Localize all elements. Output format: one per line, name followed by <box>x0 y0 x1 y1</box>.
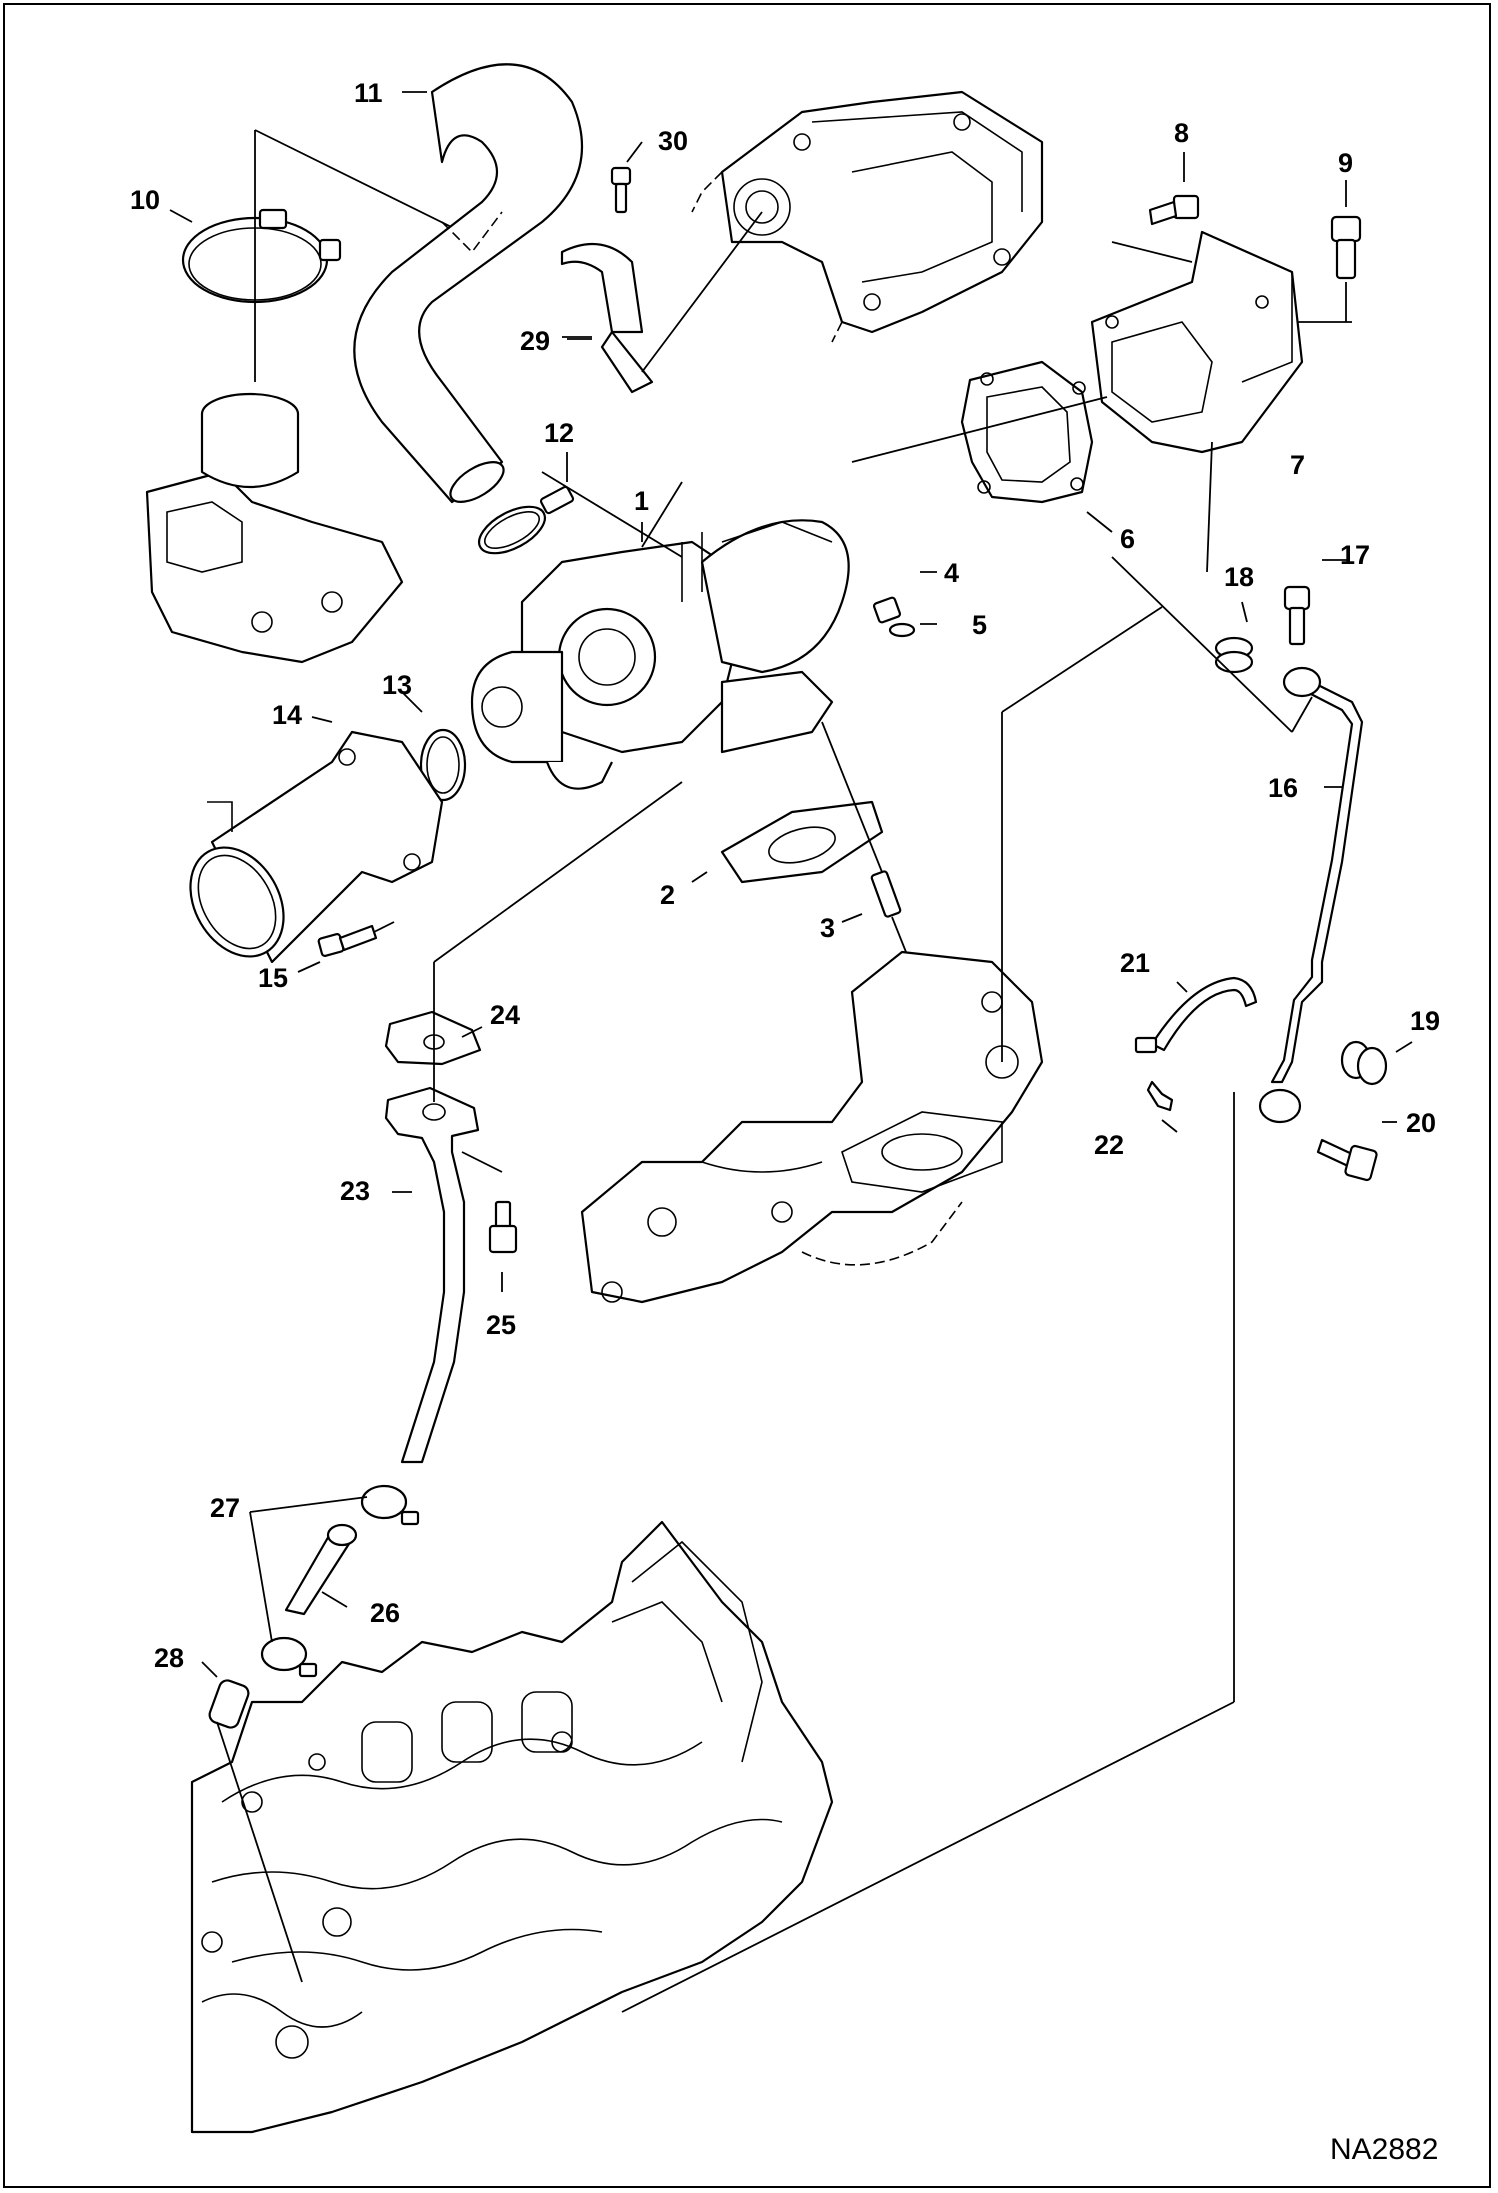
part-25-stud <box>488 1200 518 1254</box>
callout-19: 19 <box>1410 1006 1440 1036</box>
callout-25: 25 <box>486 1310 516 1340</box>
callout-16: 16 <box>1268 773 1298 803</box>
valve-cover <box>691 90 1044 343</box>
part-9-banjo-bolt <box>1330 215 1362 280</box>
part-5-washer <box>888 622 916 638</box>
callout-4: 4 <box>944 558 959 588</box>
callout-20: 20 <box>1406 1108 1436 1138</box>
callout-8: 8 <box>1174 118 1189 148</box>
part-6-exhaust-gasket <box>960 360 1094 504</box>
part-10-hose-clamp <box>181 208 342 304</box>
callout-15: 15 <box>258 963 288 993</box>
part-2-gasket <box>720 800 884 884</box>
callout-5: 5 <box>972 610 987 640</box>
drawing-code: NA2882 <box>1330 2133 1438 2166</box>
part-1-turbocharger <box>470 519 850 790</box>
part-18-washers <box>1214 636 1254 674</box>
diagram-frame: 1 2 3 4 5 6 7 8 9 10 11 12 13 14 15 16 1… <box>3 3 1491 2188</box>
engine-block <box>190 1520 834 2134</box>
part-14-intake-pipe <box>189 730 444 964</box>
part-15-bolt <box>317 924 378 957</box>
callout-1: 1 <box>634 486 649 516</box>
part-13-o-ring <box>419 728 467 802</box>
part-27-clamps <box>260 1484 420 1678</box>
callout-9: 9 <box>1338 148 1353 178</box>
callout-7: 7 <box>1290 450 1305 480</box>
callout-21: 21 <box>1120 948 1150 978</box>
callout-11: 11 <box>354 78 383 108</box>
part-23-drain-pipe <box>384 1086 480 1464</box>
callout-26: 26 <box>370 1598 400 1628</box>
callout-29: 29 <box>520 326 550 356</box>
part-8-bolt <box>1148 194 1200 226</box>
callout-12: 12 <box>544 418 574 448</box>
part-21-return-line <box>1134 976 1258 1054</box>
callout-24: 24 <box>490 1000 520 1030</box>
part-4-nut <box>872 596 902 624</box>
turbocharger-exploded-diagram: 1 2 3 4 5 6 7 8 9 10 11 12 13 14 15 16 1… <box>130 63 1440 2166</box>
part-3-stud <box>870 870 902 918</box>
part-28-fitting <box>208 1679 250 1729</box>
part-12-clamp <box>478 485 575 555</box>
part-11-intake-hose <box>353 63 584 504</box>
callout-22: 22 <box>1094 1130 1124 1160</box>
part-19-washers <box>1340 1040 1388 1086</box>
part-30-bolt <box>610 166 632 214</box>
callout-14: 14 <box>272 700 302 730</box>
part-29-bracket <box>560 242 654 394</box>
callout-17: 17 <box>1340 540 1370 570</box>
part-17-banjo-bolt <box>1283 585 1311 646</box>
callout-13: 13 <box>382 670 412 700</box>
part-24-gasket <box>384 1010 482 1066</box>
callout-18: 18 <box>1224 562 1254 592</box>
callout-3: 3 <box>820 913 835 943</box>
exhaust-manifold <box>580 950 1044 1304</box>
callout-2: 2 <box>660 880 675 910</box>
callout-30: 30 <box>658 126 688 156</box>
callout-27: 27 <box>210 1493 240 1523</box>
callout-10: 10 <box>130 185 160 215</box>
callout-leaders <box>169 91 1413 1678</box>
callout-labels: 1 2 3 4 5 6 7 8 9 10 11 12 13 14 15 16 1… <box>130 78 1440 1673</box>
callout-23: 23 <box>340 1176 370 1206</box>
callout-6: 6 <box>1120 524 1135 554</box>
intake-manifold-flange <box>145 392 404 664</box>
part-20-banjo-bolt <box>1316 1138 1378 1182</box>
callout-27-bracket <box>249 1496 368 1643</box>
part-22-hose-clip <box>1146 1080 1174 1112</box>
callout-28: 28 <box>154 1643 184 1673</box>
part-16-oil-feed-line <box>1258 666 1364 1124</box>
part-7-exhaust-elbow <box>1090 230 1304 454</box>
